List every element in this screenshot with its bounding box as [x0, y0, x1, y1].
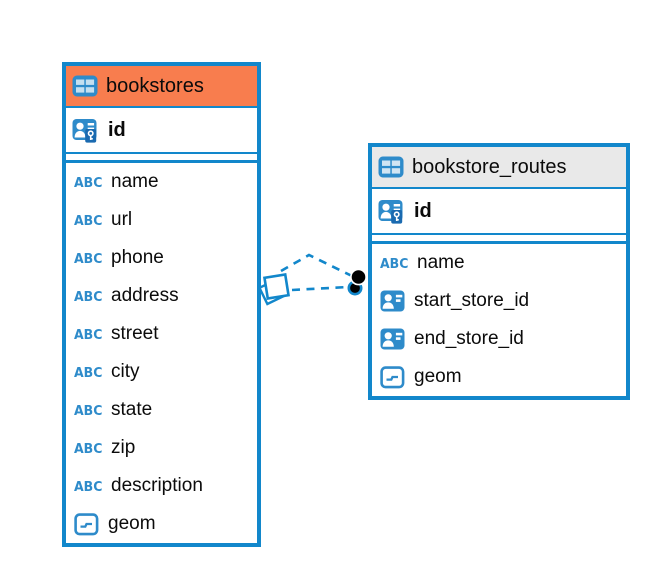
- column-row-end-store-id[interactable]: end_store_id: [372, 320, 626, 358]
- text-type-icon: ABC: [74, 364, 103, 380]
- text-type-icon: ABC: [74, 440, 103, 456]
- pk-row-bookstores-id[interactable]: id: [66, 108, 257, 154]
- column-row-zip[interactable]: ABC zip: [66, 429, 257, 467]
- column-row-geom[interactable]: geom: [66, 505, 257, 543]
- section-divider: [372, 235, 626, 241]
- column-name: url: [111, 209, 133, 230]
- column-row-phone[interactable]: ABC phone: [66, 239, 257, 277]
- geometry-type-icon: [380, 365, 405, 389]
- pk-row-routes-id[interactable]: id: [372, 189, 626, 235]
- column-row-start-store-id[interactable]: start_store_id: [372, 282, 626, 320]
- text-type-icon: ABC: [74, 212, 103, 228]
- table-header-bookstore-routes[interactable]: bookstore_routes: [372, 147, 626, 189]
- relationship-line-upper[interactable]: [280, 253, 353, 278]
- column-name: end_store_id: [414, 328, 524, 349]
- pk-name: id: [108, 118, 126, 141]
- column-name: state: [111, 399, 153, 420]
- column-name: start_store_id: [414, 290, 530, 311]
- column-row-description[interactable]: ABC description: [66, 467, 257, 505]
- primary-key-icon: [378, 199, 406, 224]
- text-type-icon: ABC: [74, 326, 103, 342]
- relationship-line-lower[interactable]: [291, 285, 349, 292]
- relationship-source-marker-squares[interactable]: [257, 272, 291, 306]
- column-name: geom: [108, 513, 156, 534]
- columns-section-bookstores: ABC name ABC url ABC phone ABC address A…: [66, 160, 257, 543]
- column-row-address[interactable]: ABC address: [66, 277, 257, 315]
- section-divider: [66, 154, 257, 160]
- text-type-icon: ABC: [74, 174, 103, 190]
- text-type-icon: ABC: [74, 288, 103, 304]
- reference-type-icon: [380, 290, 405, 312]
- geometry-type-icon: [74, 512, 99, 536]
- column-name: name: [417, 252, 465, 273]
- reference-type-icon: [380, 328, 405, 350]
- column-row-url[interactable]: ABC url: [66, 201, 257, 239]
- text-type-icon: ABC: [380, 255, 409, 271]
- column-name: city: [111, 361, 140, 382]
- table-icon: [378, 156, 404, 178]
- column-row-street[interactable]: ABC street: [66, 315, 257, 353]
- relationship-target-marker-dots[interactable]: [347, 268, 367, 296]
- text-type-icon: ABC: [74, 250, 103, 266]
- column-name: description: [111, 475, 203, 496]
- column-name: zip: [111, 437, 136, 458]
- column-name: geom: [414, 366, 462, 387]
- text-type-icon: ABC: [74, 402, 103, 418]
- column-row-city[interactable]: ABC city: [66, 353, 257, 391]
- column-row-name[interactable]: ABC name: [66, 163, 257, 201]
- table-header-bookstores[interactable]: bookstores: [66, 66, 257, 108]
- entity-table-bookstores[interactable]: bookstores id ABC: [62, 62, 261, 547]
- text-type-icon: ABC: [74, 478, 103, 494]
- columns-section-routes: ABC name start_store_id: [372, 241, 626, 396]
- column-row-state[interactable]: ABC state: [66, 391, 257, 429]
- column-name: name: [111, 171, 159, 192]
- table-icon: [72, 75, 98, 97]
- column-row-geom[interactable]: geom: [372, 358, 626, 396]
- primary-key-icon: [72, 118, 100, 143]
- table-title: bookstores: [106, 74, 204, 97]
- column-row-name[interactable]: ABC name: [372, 244, 626, 282]
- table-title: bookstore_routes: [412, 155, 567, 178]
- column-name: street: [111, 323, 159, 344]
- column-name: address: [111, 285, 179, 306]
- pk-name: id: [414, 199, 432, 222]
- entity-table-bookstore-routes[interactable]: bookstore_routes id: [368, 143, 630, 400]
- column-name: phone: [111, 247, 164, 268]
